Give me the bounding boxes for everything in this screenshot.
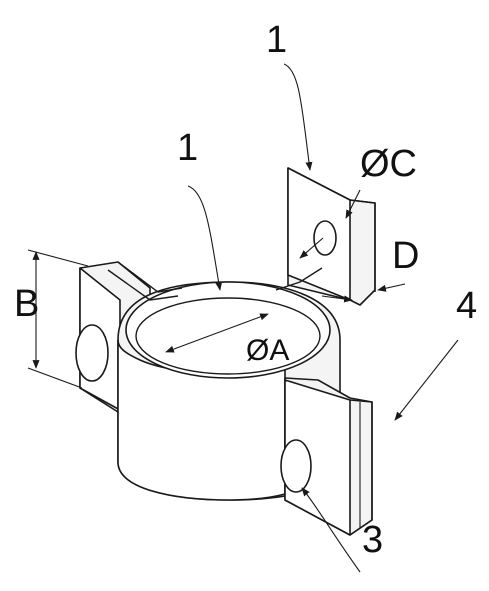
label-diameter-c: ØC — [360, 143, 417, 185]
upper-plate — [287, 167, 376, 306]
label-part3: 3 — [362, 519, 383, 561]
label-height-b: B — [14, 283, 39, 325]
label-thickness-d: D — [392, 235, 419, 277]
right-mount-hole — [280, 439, 312, 493]
label-part1-top: 1 — [266, 19, 287, 61]
left-mount-hole — [75, 324, 109, 382]
right-flange — [280, 377, 373, 536]
label-part4: 4 — [456, 285, 477, 327]
label-part1-mid: 1 — [177, 127, 198, 169]
leader-lines — [27, 63, 459, 573]
hole-c — [313, 220, 337, 256]
left-flange — [75, 261, 151, 413]
bore-opening — [125, 281, 331, 379]
label-diameter-a: ØA — [246, 334, 289, 367]
